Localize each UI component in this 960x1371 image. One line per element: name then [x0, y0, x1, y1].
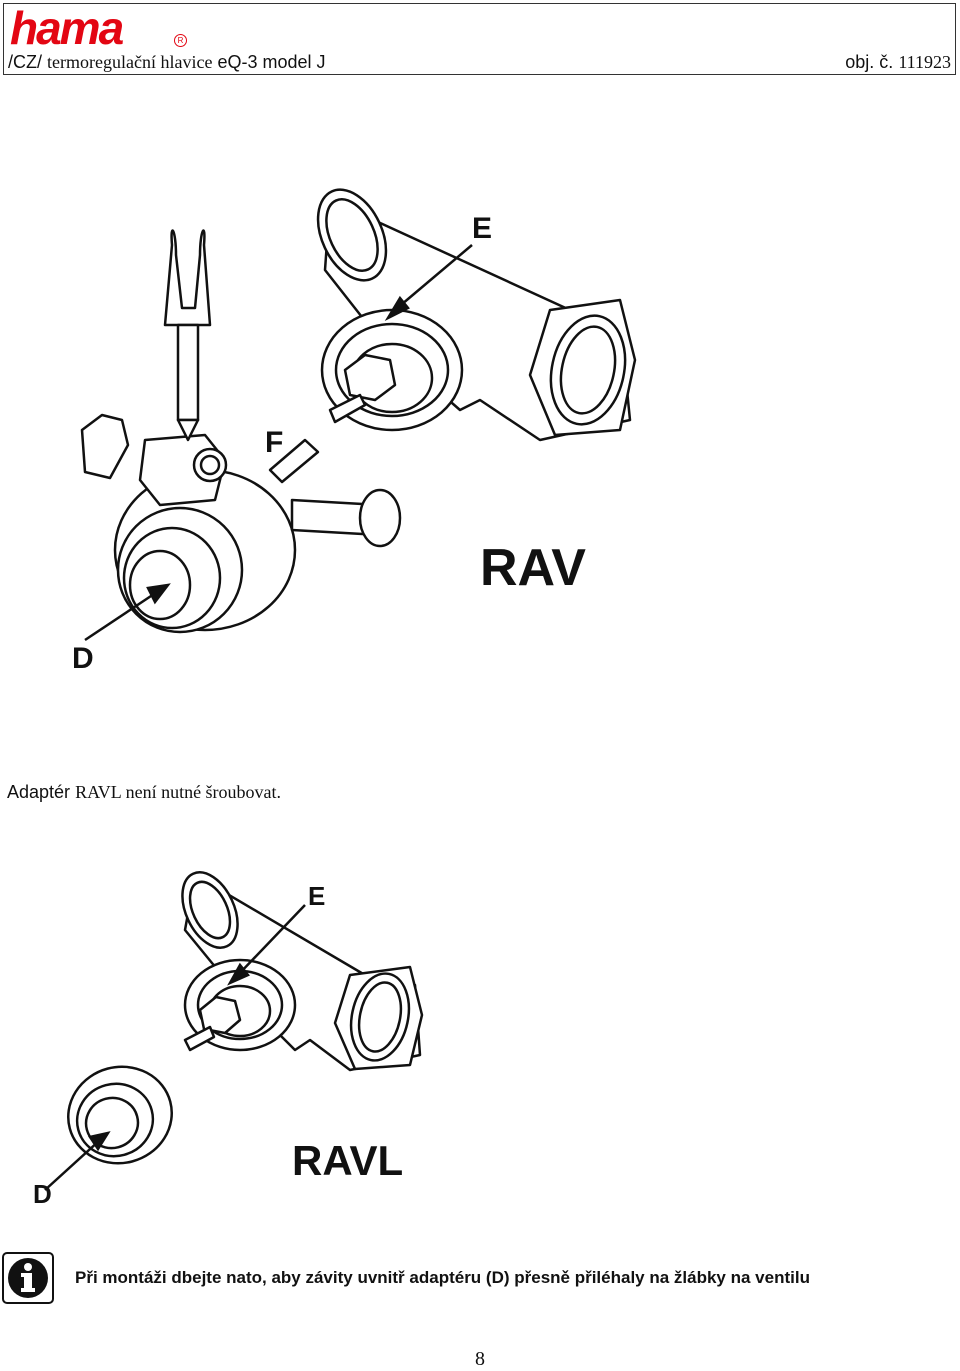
ravl-caption-text: RAVL není nutné šroubovat. [75, 782, 282, 802]
ravl-caption: Adaptér RAVL není nutné šroubovat. [7, 782, 281, 803]
screwdriver-handle [163, 229, 212, 327]
rav-assembly-figure: E F D RAV [72, 188, 637, 675]
header-ref-label: obj. č. [845, 52, 894, 72]
rav-label-d: D [72, 642, 94, 675]
page-header: hama R /CZ/ termoregulační hlavice eQ-3 … [3, 3, 956, 75]
header-reference: obj. č. 111923 [845, 52, 951, 73]
rav-pin-f [268, 438, 320, 484]
rav-loose-nut [80, 413, 130, 480]
header-ref-number: 111923 [898, 52, 951, 72]
rav-valve-stem-nut [343, 353, 397, 402]
ravl-title: RAVL [292, 1137, 403, 1184]
ravl-assembly-figure: E D RAVL [33, 871, 424, 1209]
header-model: eQ-3 model J [217, 52, 326, 72]
header-title-text: termoregulační hlavice [47, 52, 213, 72]
info-icon [2, 1252, 54, 1304]
registered-mark: R [174, 34, 187, 47]
rav-label-e: E [472, 212, 492, 245]
hama-logo: hama [10, 2, 124, 54]
ravl-caption-prefix: Adaptér [7, 782, 71, 802]
ravl-valve-pin [183, 1025, 216, 1052]
header-title: /CZ/ termoregulační hlavice eQ-3 model J [8, 52, 326, 73]
ravl-label-d: D [33, 1179, 52, 1209]
info-note-text: Při montáži dbejte nato, aby závity uvni… [75, 1268, 810, 1287]
rav-title: RAV [480, 539, 586, 597]
rav-valve-pin [328, 393, 367, 424]
rav-label-f: F [265, 426, 283, 459]
ravl-label-e: E [308, 881, 325, 911]
page-number: 8 [475, 1348, 485, 1370]
header-title-prefix: /CZ/ [8, 52, 42, 72]
screwdriver-shaft [176, 323, 200, 422]
